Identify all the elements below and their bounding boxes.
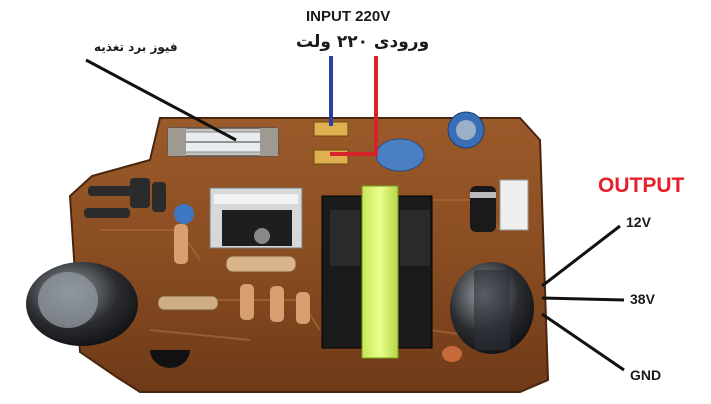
leader-38v bbox=[541, 296, 625, 302]
output-12v-label: 12V bbox=[626, 214, 651, 230]
transistor bbox=[150, 350, 190, 368]
input-voltage-label: INPUT 220V bbox=[306, 8, 391, 25]
fuse-label: فیوز برد تغذیه bbox=[94, 40, 178, 54]
output-title: OUTPUT bbox=[598, 174, 685, 197]
output-capacitor bbox=[450, 262, 534, 354]
resistors bbox=[84, 178, 310, 324]
leader-12v bbox=[541, 224, 621, 288]
output-connector bbox=[499, 179, 529, 231]
leader-gnd bbox=[541, 312, 625, 372]
fuse-component bbox=[167, 127, 279, 157]
heatsink bbox=[209, 187, 303, 249]
output-gnd-label: GND bbox=[630, 367, 662, 383]
output-38v-label: 38V bbox=[630, 291, 655, 307]
ceramic-capacitor bbox=[442, 346, 462, 362]
transformer bbox=[321, 185, 433, 359]
small-blue-capacitor bbox=[174, 204, 194, 224]
fuse-leader-line bbox=[85, 58, 237, 142]
input-voltage-label-persian: ورودی ۲۲۰ ولت bbox=[296, 32, 430, 52]
input-wire-red bbox=[330, 56, 378, 156]
x-capacitor bbox=[375, 138, 425, 172]
pcb-board bbox=[68, 117, 550, 393]
input-capacitor bbox=[26, 262, 138, 346]
